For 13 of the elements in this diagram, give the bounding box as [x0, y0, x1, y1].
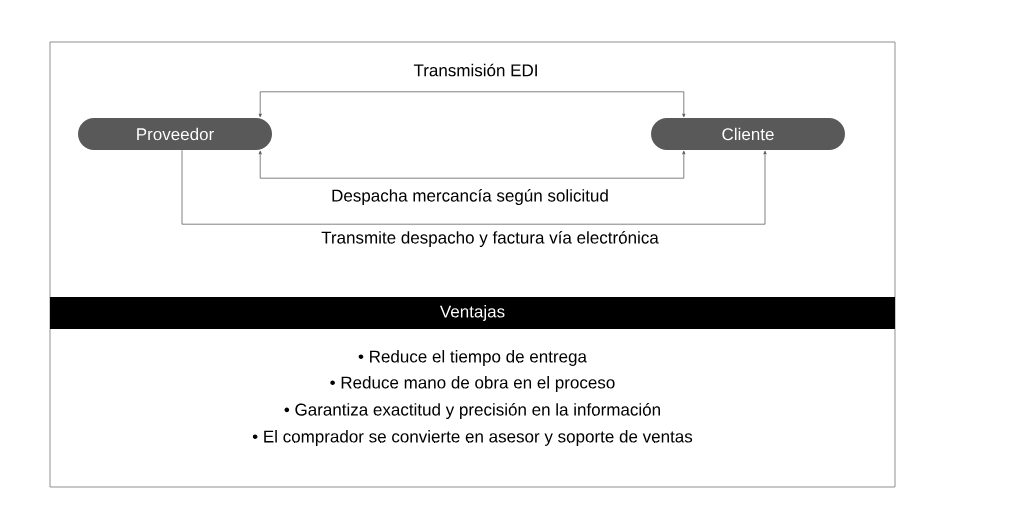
- arrow: [258, 150, 686, 179]
- arrow: [258, 91, 686, 118]
- bullet-text: • Reduce el tiempo de entrega: [358, 350, 587, 366]
- bullet-text: • Garantiza exactitud y precisión en la información: [284, 402, 660, 419]
- pill-box: Cliente: [651, 118, 845, 150]
- bullet-text: • Reduce mano de obra en el proceso: [330, 376, 615, 392]
- bullet-text: • El comprador se convierte en asesor y soporte de ventas: [252, 430, 693, 446]
- edge-label: Transmisión EDI: [412, 62, 540, 78]
- arrow: [181, 149, 767, 225]
- edge-label: Despacha mercancía según solicitud: [330, 187, 610, 206]
- header-band: Ventajas: [50, 297, 895, 329]
- edge-label: Transmite despacho y factura vía electrónica: [320, 229, 660, 248]
- pill-box: Proveedor: [78, 118, 272, 150]
